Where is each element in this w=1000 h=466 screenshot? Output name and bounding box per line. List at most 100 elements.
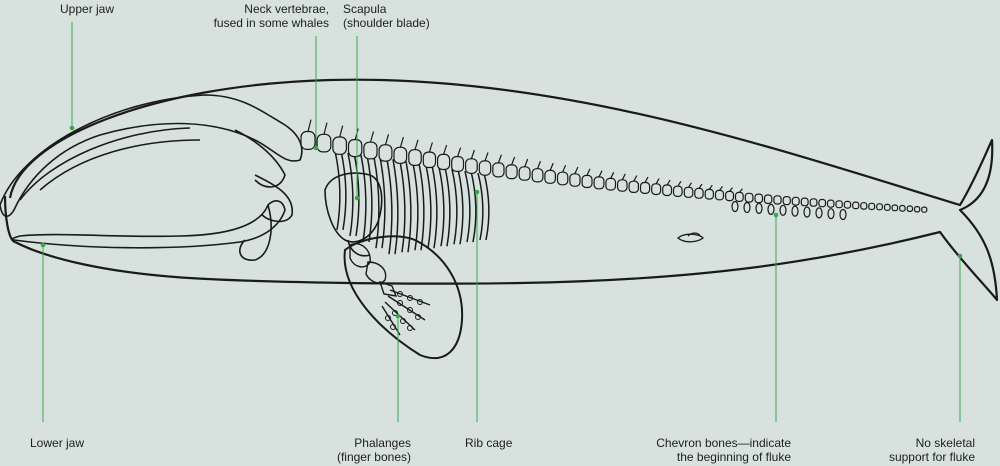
vertebra	[423, 152, 435, 167]
vertebra	[506, 165, 517, 179]
vertebra	[900, 206, 905, 212]
vertebra	[819, 200, 826, 207]
vertebra	[438, 154, 450, 169]
chevron-bone	[804, 207, 810, 217]
rib	[335, 151, 340, 230]
vertebra	[594, 177, 604, 189]
chevron-bone	[792, 206, 798, 216]
chevron-bone	[768, 204, 774, 214]
vertebra	[853, 202, 859, 209]
rib	[374, 157, 379, 248]
rib	[439, 167, 444, 246]
rib-edge	[458, 169, 463, 244]
vertebra	[684, 187, 693, 197]
vertebra	[629, 181, 638, 192]
neural-spine	[538, 161, 541, 169]
neural-spine	[720, 186, 723, 190]
neural-spine	[471, 150, 474, 159]
neural-spine	[656, 179, 659, 184]
neural-spine	[563, 165, 566, 172]
rib	[452, 169, 457, 244]
neural-spine	[308, 120, 311, 132]
rib-edge	[484, 173, 489, 240]
neural-spine	[525, 159, 528, 167]
neural-spine	[622, 174, 625, 180]
vertebra	[705, 189, 713, 199]
vertebra	[885, 204, 891, 210]
label-chevron-bones-line1: Chevron bones—indicate	[656, 436, 791, 450]
vertebra	[317, 134, 331, 152]
neural-spine	[415, 140, 418, 150]
rib	[400, 161, 405, 252]
rib	[478, 173, 483, 240]
label-chevron-bones-line2: the beginning of fluke	[656, 450, 791, 464]
label-fluke-line2: support for fluke	[889, 450, 975, 464]
neural-spine	[645, 177, 648, 182]
rib	[465, 171, 470, 242]
neural-spine	[709, 185, 712, 189]
vertebra	[922, 207, 927, 212]
vertebra	[736, 192, 744, 201]
vertebra	[519, 167, 530, 180]
label-upper-jaw: Upper jaw	[60, 2, 114, 16]
label-scapula: Scapula (shoulder blade)	[343, 2, 430, 30]
neural-spine	[689, 183, 692, 188]
leader-fluke-dot	[958, 254, 962, 258]
neural-spine	[498, 155, 501, 163]
label-lower-jaw: Lower jaw	[30, 436, 84, 450]
label-scapula-line2: (shoulder blade)	[343, 16, 430, 30]
chevron-bone	[840, 210, 846, 220]
vertebra	[716, 190, 724, 199]
rib	[348, 153, 353, 236]
label-phalanges-line2: (finger bones)	[337, 450, 411, 464]
neural-spine	[550, 163, 553, 170]
vertebra	[745, 193, 753, 202]
vertebra	[877, 204, 883, 210]
vertebra	[479, 161, 490, 175]
neural-spine	[611, 172, 614, 178]
vertebra	[915, 207, 920, 212]
vertebra	[869, 203, 875, 209]
label-chevron-bones: Chevron bones—indicate the beginning of …	[656, 436, 791, 464]
vertebra	[349, 140, 362, 157]
vertebra	[409, 150, 421, 166]
vertebra	[379, 145, 392, 161]
neural-spine	[678, 181, 681, 186]
vertebra	[532, 169, 543, 182]
rib-edge	[393, 159, 398, 254]
neural-spine	[458, 148, 461, 157]
vertebra	[828, 200, 834, 207]
chevron-bone	[780, 205, 786, 215]
vertebra	[726, 191, 734, 200]
whale-body-outline	[5, 80, 997, 300]
chevron-bone	[756, 203, 762, 213]
vertebra	[301, 132, 315, 150]
label-rib-cage-line1: Rib cage	[465, 436, 512, 450]
leader-lines	[41, 22, 962, 422]
label-rib-cage: Rib cage	[465, 436, 512, 450]
vertebra	[674, 186, 683, 196]
rib-edge	[341, 151, 346, 230]
vertebra	[493, 163, 504, 177]
vertebra	[695, 188, 703, 198]
label-fluke: No skeletal support for fluke	[889, 436, 975, 464]
leader-chevron-bones-dot	[774, 213, 778, 217]
vertebra	[394, 147, 407, 163]
rib	[387, 159, 392, 254]
chevron-bone	[828, 209, 834, 219]
vertebra	[755, 194, 763, 203]
label-phalanges: Phalanges (finger bones)	[337, 436, 411, 464]
neural-spine	[324, 123, 327, 135]
neural-spine	[575, 167, 578, 174]
neural-spine	[340, 126, 343, 137]
neural-spine	[371, 132, 374, 143]
rib-edge	[419, 163, 424, 250]
vertebra	[652, 184, 661, 195]
rib-edge	[445, 167, 450, 246]
label-fluke-line1: No skeletal	[889, 436, 975, 450]
vertebra	[558, 172, 568, 185]
leader-scapula-dot	[355, 196, 359, 200]
neural-spine	[667, 180, 670, 185]
leader-neck-vertebrae-dot	[314, 146, 318, 150]
